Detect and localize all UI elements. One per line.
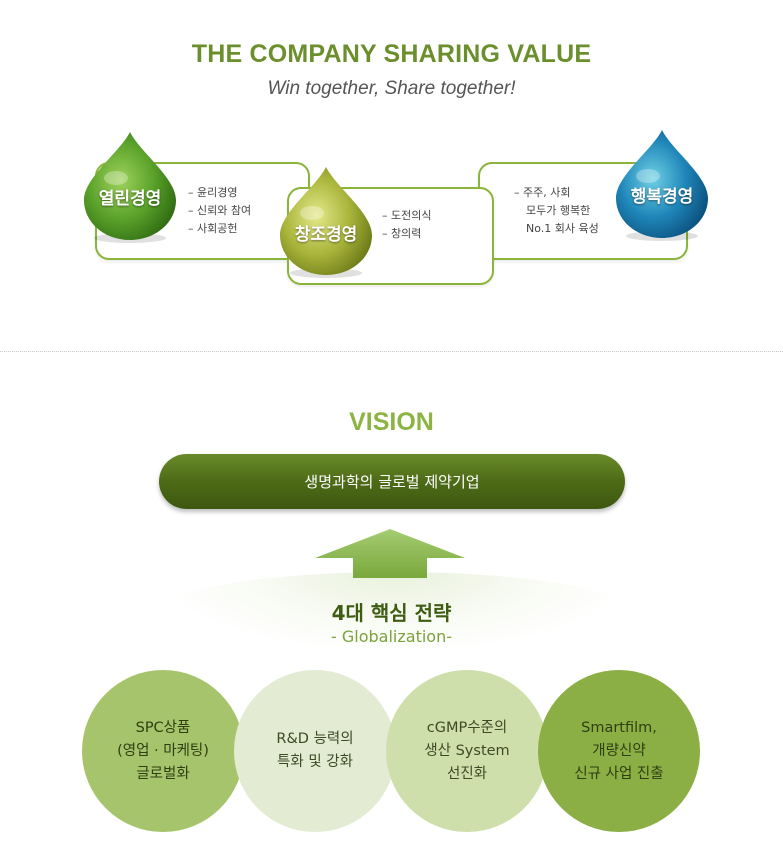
open-management-bullets: – 윤리경영 – 신뢰와 참여 – 사회공헌	[188, 184, 251, 238]
strategy-circle-rnd: R&D 능력의 특화 및 강화	[234, 670, 396, 832]
drop-label: 창조경영	[294, 225, 358, 245]
strategy-circle-label: Smartfilm, 개량신약 신규 사업 진출	[574, 719, 664, 782]
strategy-circle-new-business: Smartfilm, 개량신약 신규 사업 진출	[538, 670, 700, 832]
green-drop-icon: 열린경영	[80, 130, 180, 245]
strategy-circle-label: SPC상품 (영업 · 마케팅) 글로벌화	[117, 719, 209, 782]
vision-statement: 생명과학의 글로벌 제약기업	[304, 473, 480, 491]
strategy-circle-global-products: SPC상품 (영업 · 마케팅) 글로벌화	[82, 670, 244, 832]
page-subtitle: Win together, Share together!	[267, 78, 516, 99]
happy-management-bullets: – 주주, 사회 모두가 행복한 No.1 회사 육성	[514, 184, 599, 238]
bullet-item: – 창의력	[382, 227, 422, 240]
blue-drop-icon: 행복경영	[612, 128, 712, 243]
page-title: THE COMPANY SHARING VALUE	[191, 40, 592, 68]
bullet-item: – 도전의식	[382, 209, 432, 222]
drop-label: 열린경영	[98, 189, 162, 209]
vision-statement-bar: 생명과학의 글로벌 제약기업	[159, 454, 625, 509]
bullet-item: – 사회공헌	[188, 222, 238, 235]
vision-heading: VISION	[349, 408, 434, 436]
drop-label: 행복경영	[630, 187, 694, 207]
bullet-item: – 윤리경영	[188, 186, 238, 199]
creative-management-bullets: – 도전의식 – 창의력	[382, 207, 431, 243]
bullet-item: – 주주, 사회	[514, 186, 571, 199]
strategy-circle-cgmp: cGMP수준의 생산 System 선진화	[386, 670, 548, 832]
up-arrow-icon	[313, 528, 467, 582]
section-divider	[0, 351, 783, 352]
bullet-item: 모두가 행복한	[526, 204, 591, 217]
olive-drop-icon: 창조경영	[276, 165, 376, 280]
strategy-title: 4대 핵심 전략	[331, 601, 452, 625]
strategy-circle-label: cGMP수준의 생산 System 선진화	[424, 719, 510, 782]
glow-backdrop	[160, 572, 630, 652]
bullet-item: No.1 회사 육성	[526, 222, 599, 235]
strategy-subtitle: - Globalization-	[331, 627, 452, 646]
bullet-item: – 신뢰와 참여	[188, 204, 252, 217]
strategy-circle-label: R&D 능력의 특화 및 강화	[276, 731, 354, 770]
